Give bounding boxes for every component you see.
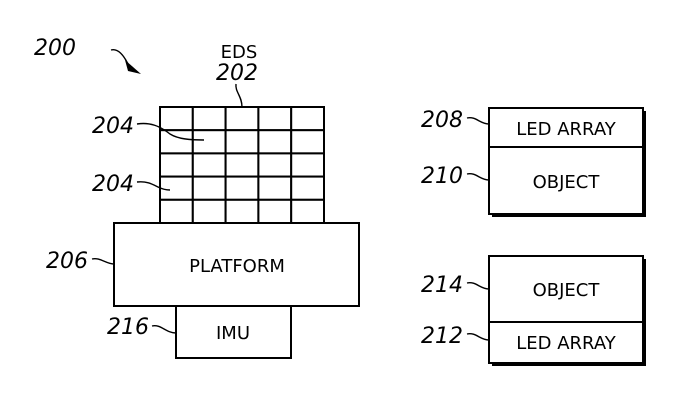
eds-cell <box>191 106 227 132</box>
led-array-top-label: LED ARRAY <box>516 119 616 140</box>
eds-cell <box>159 152 194 178</box>
object-bottom-leader <box>466 281 490 290</box>
eds-cell <box>257 129 293 155</box>
eds-cell <box>290 129 326 155</box>
object-top-leader <box>466 172 490 181</box>
assembly-top-box <box>488 107 644 215</box>
eds-leader <box>235 83 243 108</box>
platform-ref: 206 <box>46 249 88 274</box>
led-array-bottom-leader <box>466 332 490 341</box>
object-top-ref: 210 <box>421 164 463 189</box>
assembly-bottom-box <box>488 255 644 364</box>
eds-cell <box>159 198 194 225</box>
eds-cell <box>159 129 194 155</box>
imu-box <box>175 305 292 359</box>
assembly-bottom: OBJECT LED ARRAY <box>488 255 646 366</box>
eds-cell <box>224 175 260 201</box>
led-array-top-ref: 208 <box>421 108 463 133</box>
figure-ref-arrowhead-icon <box>125 60 141 74</box>
platform-leader <box>91 257 115 265</box>
eds-ref: 202 <box>216 61 258 86</box>
eds-cell <box>257 198 293 225</box>
eds-cell <box>159 175 194 201</box>
platform-box <box>113 222 360 307</box>
platform-label: PLATFORM <box>189 256 285 277</box>
cell-leader-a <box>136 122 205 141</box>
eds-cell <box>224 198 260 225</box>
eds-cell <box>290 175 326 201</box>
eds-label: EDS <box>221 42 258 63</box>
eds-cell <box>224 106 260 132</box>
eds-cell <box>224 129 260 155</box>
imu-ref: 216 <box>107 315 149 340</box>
imu-leader <box>151 325 177 334</box>
eds-cell <box>191 129 227 155</box>
eds-cell <box>224 152 260 178</box>
eds-cell <box>290 198 326 225</box>
figure-ref-200: 200 <box>34 36 76 61</box>
eds-cell <box>159 106 194 132</box>
cell-ref-204-a: 204 <box>92 114 134 139</box>
imu-label: IMU <box>216 323 250 344</box>
eds-cell <box>191 175 227 201</box>
object-top-label: OBJECT <box>533 172 601 193</box>
eds-cell <box>257 152 293 178</box>
assembly-top: LED ARRAY OBJECT <box>488 107 646 217</box>
led-array-top-leader <box>466 116 490 125</box>
eds-cell <box>257 106 293 132</box>
cell-ref-204-b: 204 <box>92 172 134 197</box>
eds-cell <box>191 152 227 178</box>
object-bottom-label: OBJECT <box>533 280 601 301</box>
eds-cell <box>191 198 227 225</box>
cell-leader-b <box>136 181 171 191</box>
object-bottom-ref: 214 <box>421 273 463 298</box>
eds-cell <box>257 175 293 201</box>
eds-grid <box>159 106 326 225</box>
led-array-bottom-label: LED ARRAY <box>516 333 616 354</box>
eds-cell <box>290 106 326 132</box>
led-array-bottom-ref: 212 <box>421 324 463 349</box>
eds-cell <box>290 152 326 178</box>
